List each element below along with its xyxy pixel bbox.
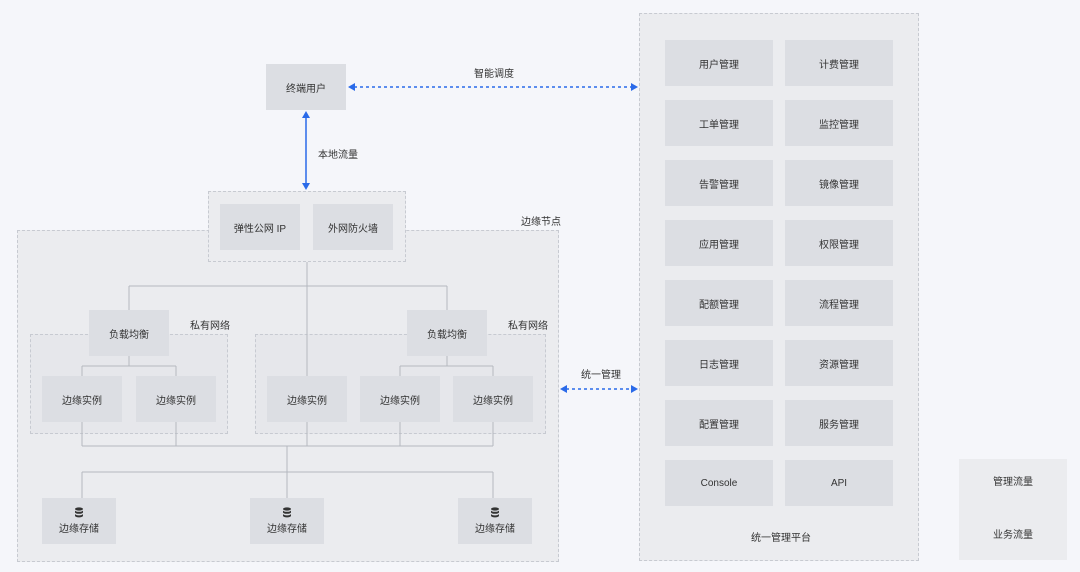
database-icon (283, 507, 291, 518)
private-network-1-title: 私有网络 (190, 321, 230, 332)
edge-storage-1: 边缘存储 (42, 498, 116, 544)
edge-instance-2b: 边缘实例 (453, 376, 533, 422)
legend-biz-label: 业务流量 (993, 530, 1033, 541)
end-user-box: 终端用户 (266, 64, 346, 110)
database-icon (75, 507, 83, 518)
elastic-ip-box: 弹性公网 IP (220, 204, 300, 250)
legend-mgmt-label: 管理流量 (993, 477, 1033, 488)
edge-storage-label: 边缘存储 (267, 524, 307, 535)
firewall-box: 外网防火墙 (313, 204, 393, 250)
middle-edge-instance: 边缘实例 (267, 376, 347, 422)
unified-mgmt-label: 统一管理 (581, 370, 621, 381)
local-traffic-label: 本地流量 (318, 150, 358, 161)
platform-module-4-0: 配额管理 (665, 280, 773, 326)
platform-module-1-0: 工单管理 (665, 100, 773, 146)
edge-storage-2: 边缘存储 (250, 498, 324, 544)
edge-storage-label: 边缘存储 (475, 524, 515, 535)
load-balancer-1: 负载均衡 (89, 310, 169, 356)
edge-storage-3: 边缘存储 (458, 498, 532, 544)
platform-module-5-1: 资源管理 (785, 340, 893, 386)
edge-node-title: 边缘节点 (521, 217, 561, 228)
platform-module-6-0: 配置管理 (665, 400, 773, 446)
platform-module-3-0: 应用管理 (665, 220, 773, 266)
platform-module-4-1: 流程管理 (785, 280, 893, 326)
platform-module-0-1: 计费管理 (785, 40, 893, 86)
platform-module-0-0: 用户管理 (665, 40, 773, 86)
platform-module-3-1: 权限管理 (785, 220, 893, 266)
platform-module-6-1: 服务管理 (785, 400, 893, 446)
platform-module-7-1: API (785, 460, 893, 506)
platform-module-5-0: 日志管理 (665, 340, 773, 386)
legend-panel (959, 459, 1067, 560)
platform-module-7-0: Console (665, 460, 773, 506)
edge-instance-1a: 边缘实例 (42, 376, 122, 422)
private-network-2-title: 私有网络 (508, 321, 548, 332)
unified-mgmt-arrow (560, 385, 638, 393)
edge-storage-label: 边缘存储 (59, 524, 99, 535)
local-traffic-arrow (302, 111, 310, 190)
smart-dispatch-label: 智能调度 (474, 69, 514, 80)
platform-title: 统一管理平台 (751, 533, 811, 544)
platform-module-2-1: 镜像管理 (785, 160, 893, 206)
platform-module-2-0: 告警管理 (665, 160, 773, 206)
smart-dispatch-arrow (348, 83, 638, 91)
edge-instance-1b: 边缘实例 (136, 376, 216, 422)
database-icon (491, 507, 499, 518)
platform-module-1-1: 监控管理 (785, 100, 893, 146)
load-balancer-2: 负载均衡 (407, 310, 487, 356)
edge-instance-2a: 边缘实例 (360, 376, 440, 422)
